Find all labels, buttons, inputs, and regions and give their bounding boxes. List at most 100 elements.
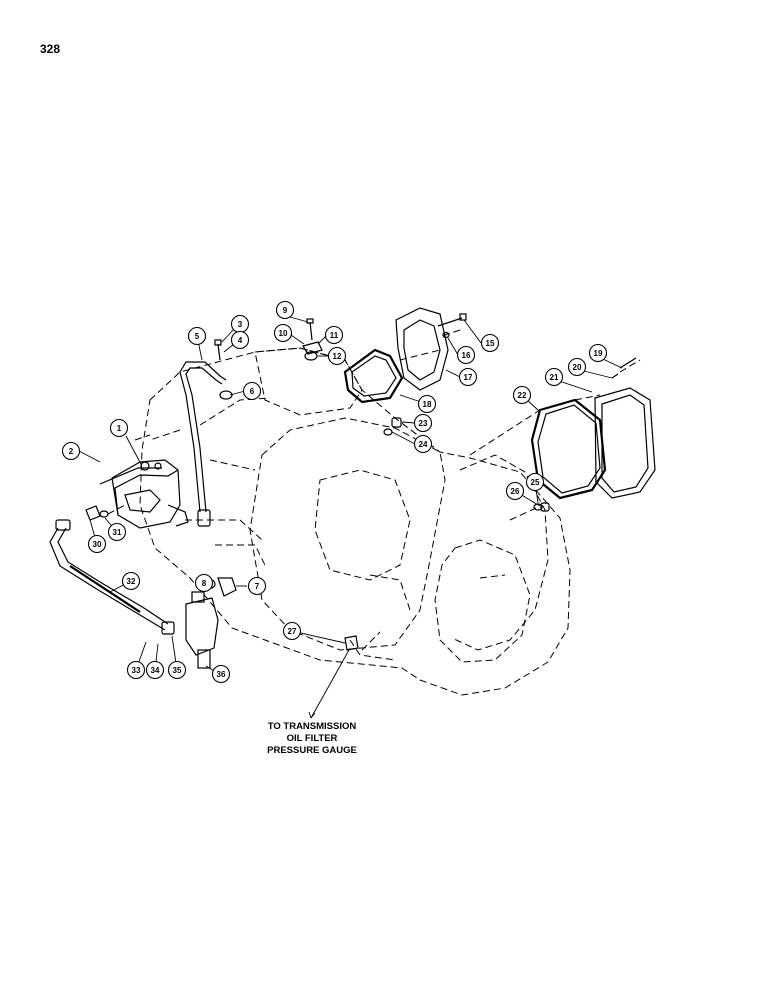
callout-number: 17 [464,373,473,382]
callout-number: 30 [93,540,102,549]
callout-circle [167,660,187,680]
callout-22: 22 [512,385,532,405]
callout-21: 21 [544,367,564,387]
callout-number: 34 [151,666,160,675]
gasket-22 [530,398,607,500]
callout-number: 27 [288,627,297,636]
callout-circle [273,323,293,343]
bolt-head-9 [306,318,314,324]
callout-circle [275,300,295,320]
bolt-head-15 [459,313,467,321]
callout-circle [525,472,545,492]
callout-circle [145,660,165,680]
fitting-7 [217,577,237,597]
callout-circle [327,346,347,366]
callout-5: 5 [187,326,207,346]
callout-number: 23 [419,419,428,428]
transmission-housing [134,347,571,696]
callout-2: 2 [61,441,81,461]
hose-32 [49,519,175,635]
callout-11: 11 [324,325,344,345]
bolt-9 [309,321,313,341]
callout-circle [544,367,564,387]
callout-number: 1 [117,424,122,433]
bolt-19 [619,357,637,369]
callout-12: 12 [327,346,347,366]
plug-23 [391,417,402,428]
fitting-30 [85,505,101,521]
callout-25: 25 [525,472,545,492]
callout-circle [109,418,129,438]
callout-number: 19 [594,349,603,358]
callout-number: 15 [486,339,495,348]
note-caption: TO TRANSMISSION OIL FILTER PRESSURE GAUG… [252,721,372,757]
callout-20: 20 [567,357,587,377]
callout-number: 36 [217,670,226,679]
callout-17: 17 [458,367,478,387]
callout-number: 25 [531,478,540,487]
o-ring-25 [533,503,543,511]
callout-number: 7 [255,582,260,591]
callout-6: 6 [242,381,262,401]
callout-number: 32 [127,577,136,586]
callout-8: 8 [194,573,214,593]
callout-32: 32 [121,571,141,591]
caption-arrow [308,711,316,719]
callout-circle [505,481,525,501]
callout-31: 31 [107,522,127,542]
callout-number: 33 [132,666,141,675]
callout-number: 9 [283,306,288,315]
callout-circle [324,325,344,345]
callout-number: 3 [238,320,243,329]
callout-26: 26 [505,481,525,501]
callout-36: 36 [211,664,231,684]
callout-circle [417,394,437,414]
caption-line-3: PRESSURE GAUGE [267,745,357,756]
callout-9: 9 [275,300,295,320]
o-ring-24 [383,428,393,436]
caption-line-2: OIL FILTER [286,733,338,744]
callout-number: 10 [279,329,288,338]
callout-circle [194,573,214,593]
callout-23: 23 [413,413,433,433]
cover-gasket-18 [343,348,404,404]
callout-circle [512,385,532,405]
callout-circle [567,357,587,377]
callout-1: 1 [109,418,129,438]
bolt-head-3 [214,339,222,346]
callout-number: 22 [518,391,527,400]
cover-21 [594,387,656,499]
washer-20 [611,373,619,379]
callout-35: 35 [167,660,187,680]
pump-assembly [99,459,189,529]
callout-circle [242,381,262,401]
callout-3: 3 [230,314,250,334]
callout-number: 35 [173,666,182,675]
callout-number: 20 [573,363,582,372]
callout-number: 18 [423,400,432,409]
callout-number: 21 [550,373,559,382]
callout-circle [247,576,267,596]
o-ring-6 [219,390,233,400]
callout-circle [282,621,302,641]
callout-circle [61,441,81,461]
callout-number: 6 [250,387,255,396]
callout-4: 4 [230,330,250,350]
callout-circle [87,534,107,554]
callout-circle [107,522,127,542]
plate-11 [302,341,323,355]
callout-circle [187,326,207,346]
callout-circle [230,330,250,350]
callout-number: 5 [195,332,200,341]
callout-number: 12 [333,352,342,361]
o-ring-31 [99,510,109,518]
o-ring-12 [304,351,318,361]
caption-leader [310,649,350,719]
bolt-3 [217,343,221,361]
callout-15: 15 [480,333,500,353]
callout-number: 16 [462,351,471,360]
alignment-lines [107,329,641,651]
bolt-15 [437,317,463,327]
callout-number: 4 [238,336,243,345]
callout-27: 27 [282,621,302,641]
